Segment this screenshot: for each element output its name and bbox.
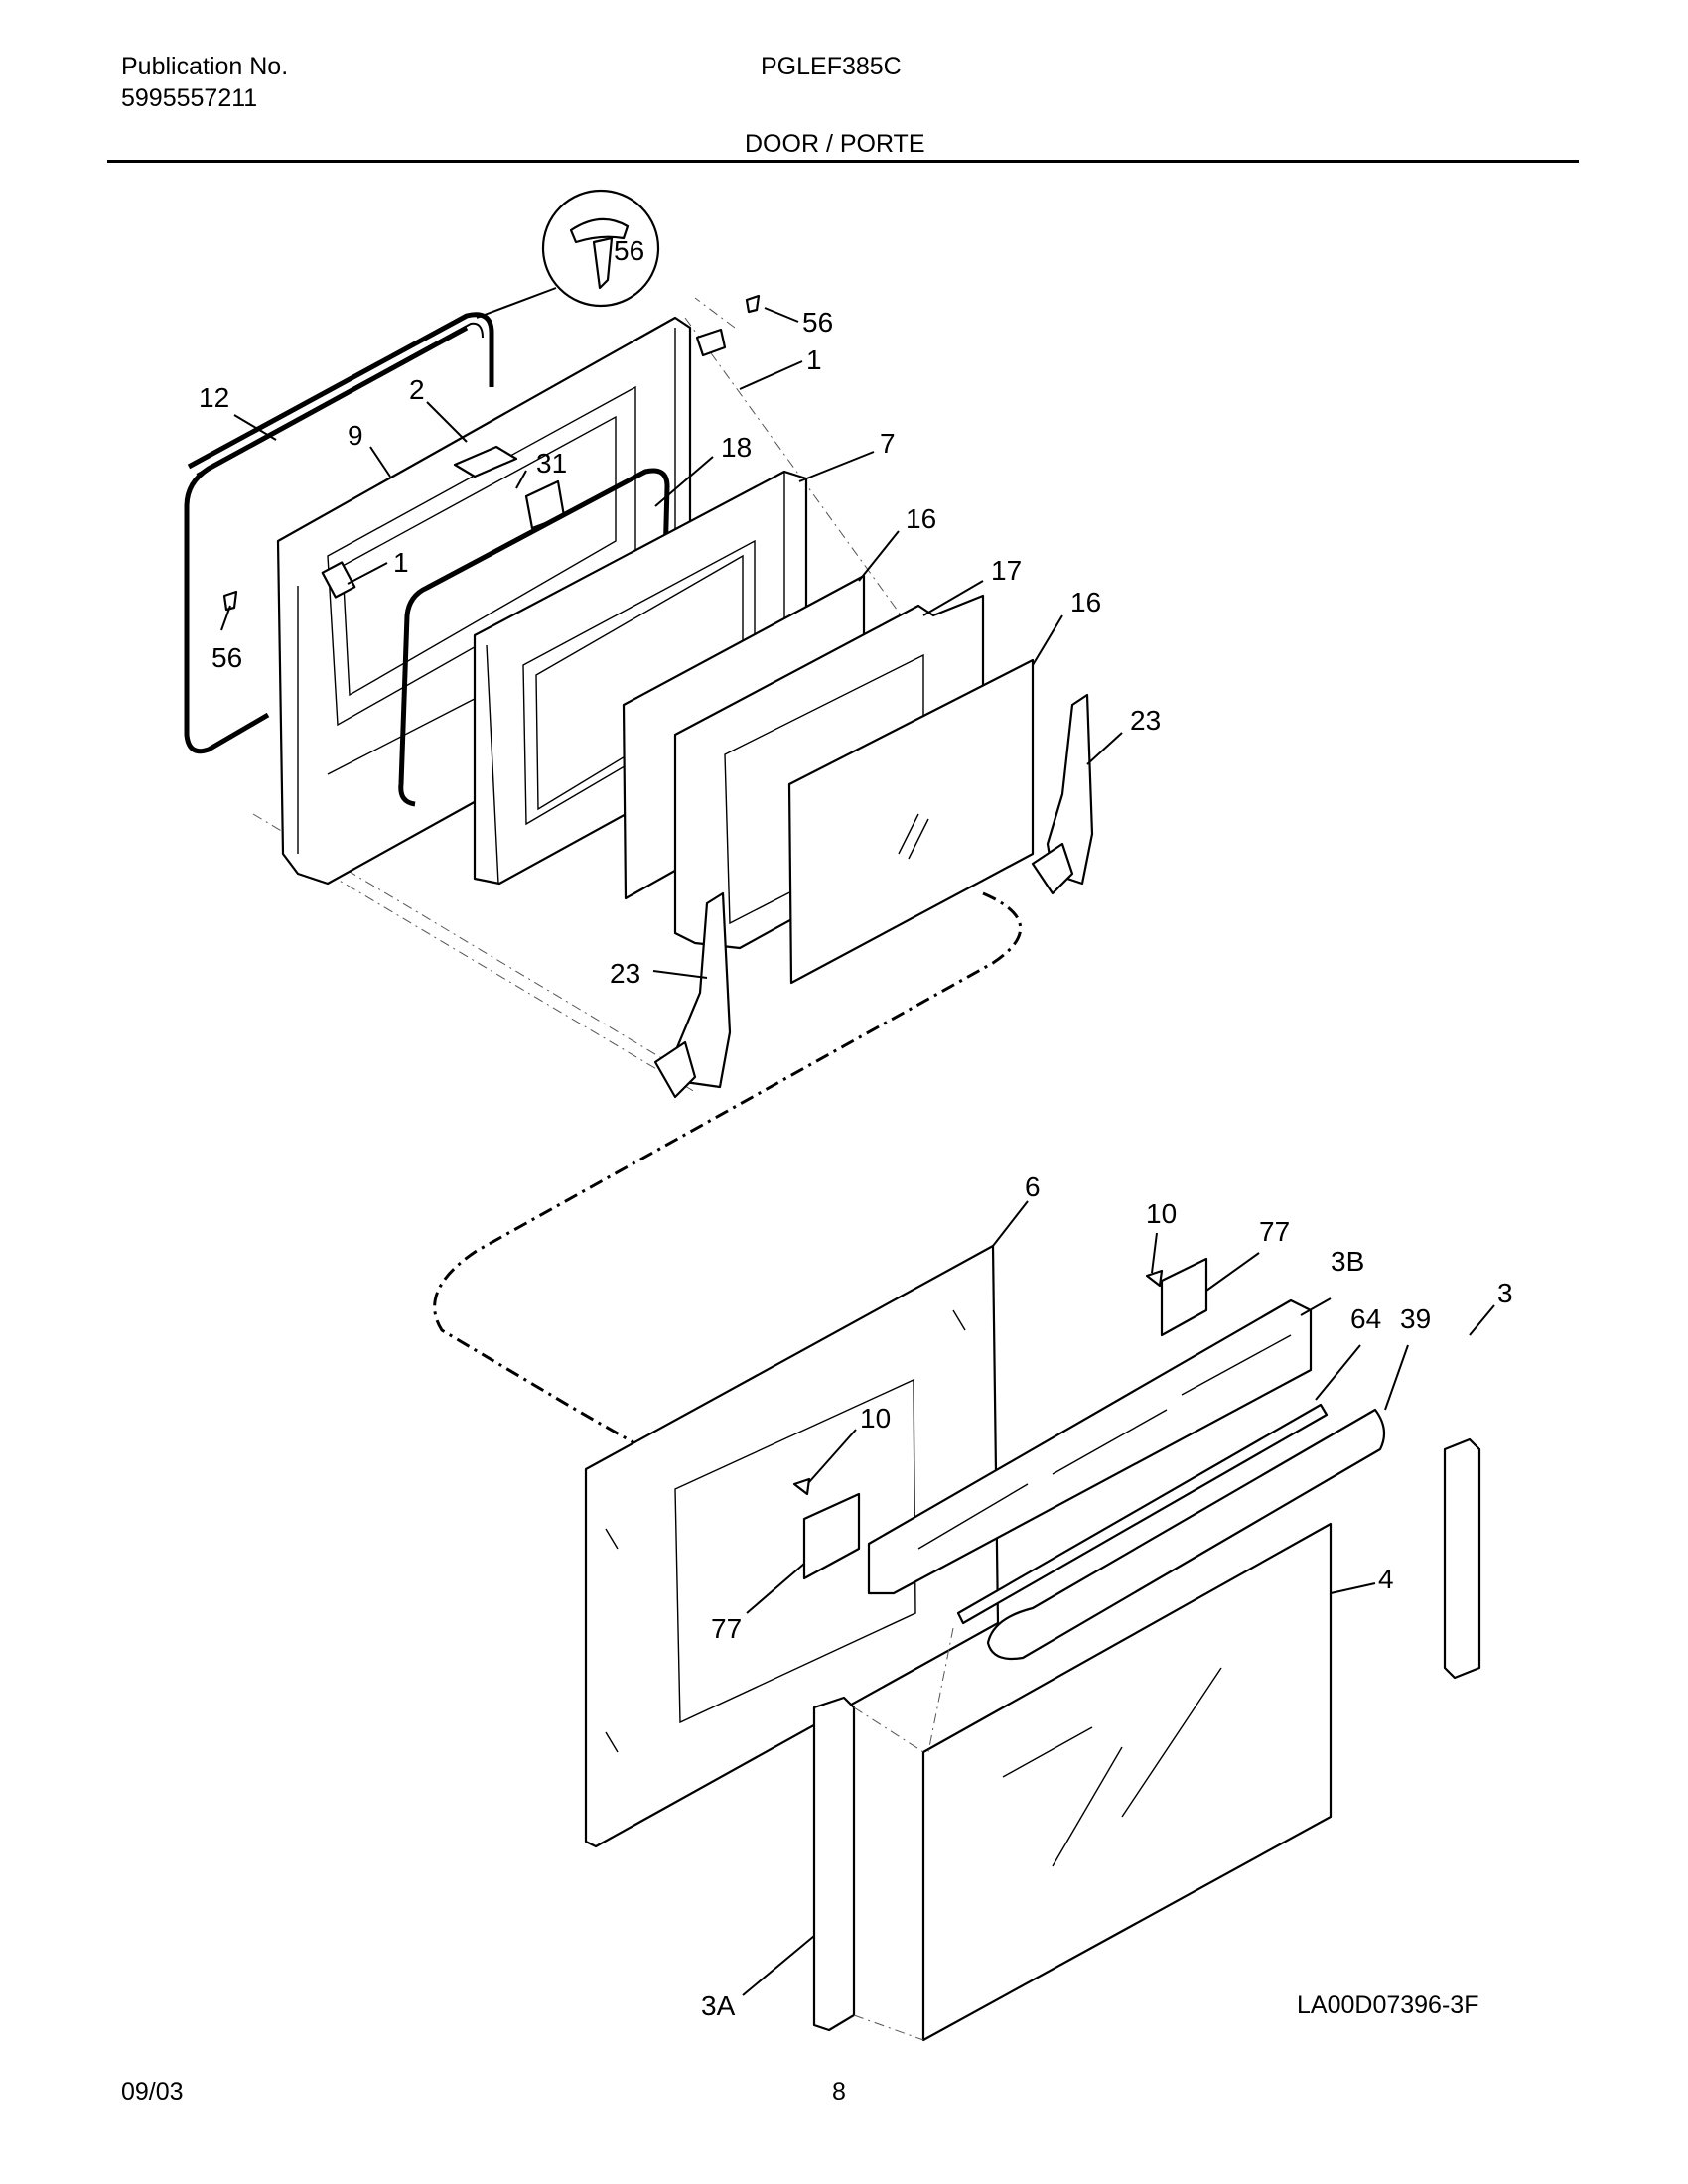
drawing-code: LA00D07396-3F (1297, 1991, 1479, 2019)
callout-10-mid: 10 (860, 1403, 891, 1433)
callout-10-top: 10 (1146, 1198, 1177, 1229)
callout-1-mid: 1 (393, 547, 409, 578)
callout-16-a: 16 (906, 503, 936, 534)
callout-2: 2 (409, 374, 425, 405)
callout-56-detail: 56 (614, 235, 644, 266)
door-vent-trim (867, 1298, 1313, 1595)
hinge-plate-top (1160, 1257, 1208, 1337)
door-hinge-left (673, 891, 732, 1089)
door-handle (986, 1408, 1386, 1661)
callout-1-top: 1 (806, 344, 822, 375)
callout-9: 9 (348, 420, 363, 451)
callout-labels: 56 56 1 12 2 9 31 18 7 1 16 17 16 56 23 … (199, 235, 1513, 2021)
callout-7: 7 (880, 428, 896, 459)
inner-door-assembly (184, 189, 1094, 1099)
callout-23-left: 23 (610, 958, 640, 989)
screw-top (745, 294, 761, 314)
door-bracket-top (695, 328, 727, 357)
callout-64: 64 (1350, 1303, 1381, 1334)
callout-77-top: 77 (1259, 1216, 1290, 1247)
callout-18: 18 (721, 432, 752, 463)
oven-door-gasket (184, 312, 494, 754)
page-number: 8 (832, 2078, 846, 2106)
outer-glass-panel (787, 658, 1035, 985)
callout-77-bottom: 77 (711, 1613, 742, 1644)
callout-31: 31 (536, 448, 567, 478)
hinge-plate-bottom (802, 1492, 861, 1580)
screw-left (222, 590, 238, 612)
callout-56-top: 56 (802, 307, 833, 338)
callout-16-b: 16 (1070, 587, 1101, 617)
hinge-receptacle-plate (453, 445, 518, 478)
screw-detail-icon (569, 217, 630, 244)
handle-seal-strip (956, 1403, 1329, 1625)
callout-56-left: 56 (211, 642, 242, 673)
outer-door-assembly (584, 1244, 1481, 2042)
callout-39: 39 (1400, 1303, 1431, 1334)
publication-label: Publication No. (121, 53, 289, 80)
outer-door-panel (584, 1244, 1000, 1848)
side-trim-right (1443, 1437, 1481, 1680)
hinge-screw-top (1145, 1269, 1164, 1288)
section-title: DOOR / PORTE (745, 130, 925, 158)
callout-12: 12 (199, 382, 229, 413)
callout-23-right: 23 (1130, 705, 1161, 736)
callout-4: 4 (1378, 1564, 1394, 1594)
side-trim-left (812, 1696, 856, 2032)
callout-17: 17 (991, 555, 1022, 586)
callout-3B: 3B (1331, 1246, 1364, 1277)
model-number: PGLEF385C (761, 53, 902, 80)
hinge-screw-bottom (792, 1477, 811, 1496)
footer-date: 09/03 (121, 2078, 184, 2106)
callout-3: 3 (1497, 1278, 1513, 1308)
door-insulation-retainer (398, 468, 670, 807)
header-divider (107, 160, 1579, 163)
outer-door-glass (921, 1522, 1333, 2042)
door-bracket-left (321, 561, 356, 599)
callout-leaders (220, 307, 1495, 1996)
callout-3A: 3A (701, 1990, 736, 2021)
assembly-connector-line (433, 891, 1022, 1451)
callout-6: 6 (1025, 1171, 1041, 1202)
publication-number: 5995557211 (121, 84, 258, 112)
